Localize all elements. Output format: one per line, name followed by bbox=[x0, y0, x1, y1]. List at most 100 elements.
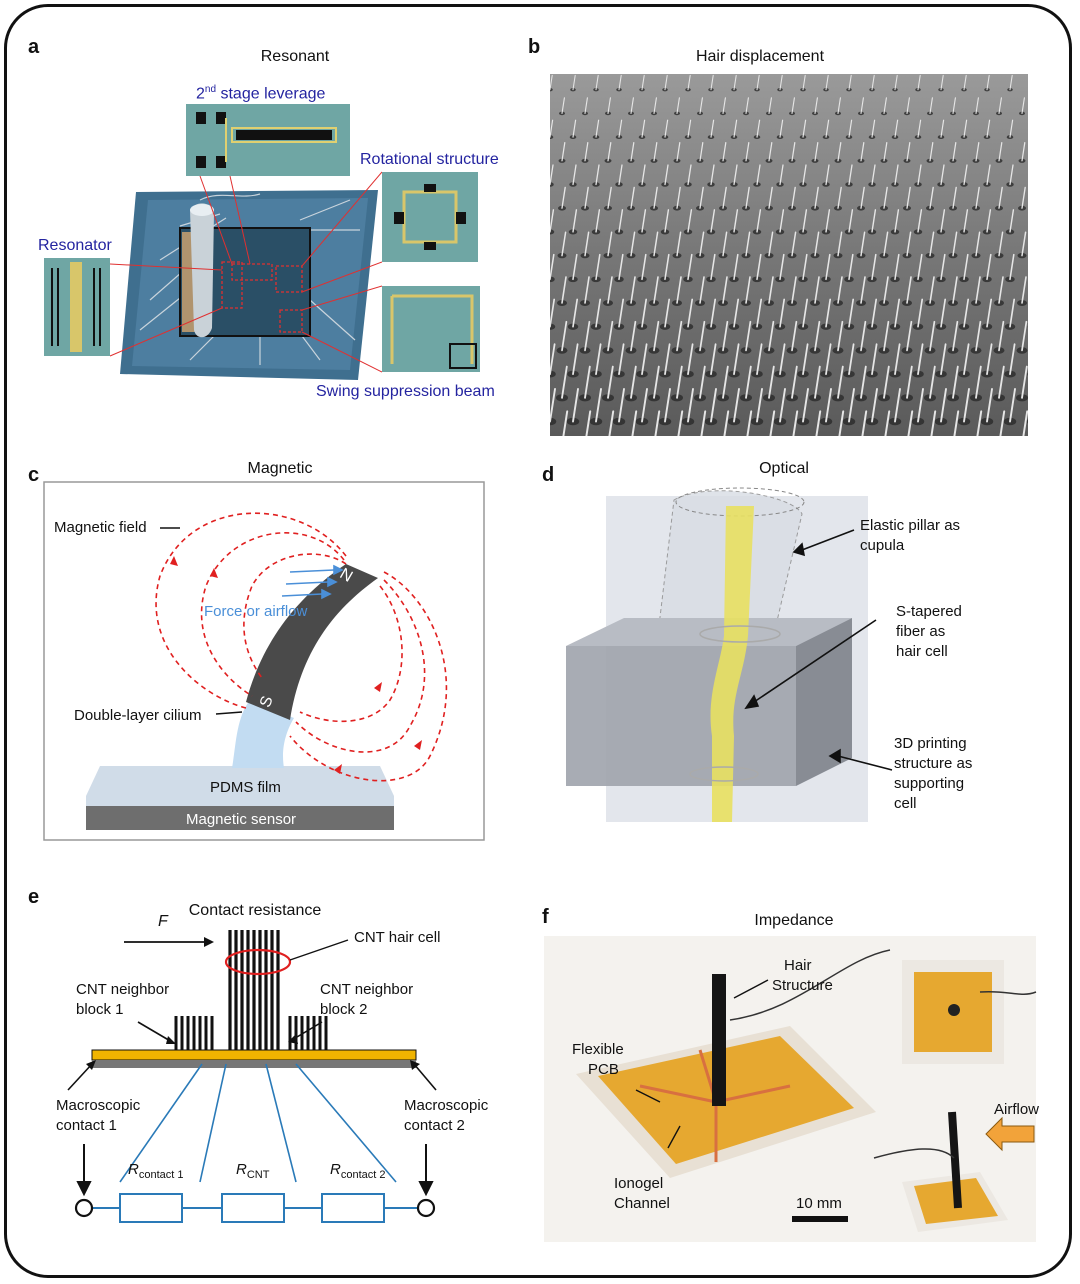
panel-c: c Magnetic bbox=[0, 456, 540, 846]
hair-strand bbox=[699, 186, 704, 209]
hair-strand bbox=[653, 141, 658, 162]
hair-strand bbox=[756, 388, 763, 423]
hair-strand bbox=[1021, 365, 1028, 399]
tapered-fiber bbox=[710, 506, 754, 822]
hair-strand bbox=[722, 141, 727, 162]
hair-strand bbox=[917, 388, 924, 423]
hair-strand bbox=[1021, 97, 1025, 114]
hair-strand bbox=[986, 74, 990, 91]
leverage-inset bbox=[186, 104, 350, 176]
hair-label-1: Hair bbox=[784, 957, 812, 974]
hair-strand bbox=[607, 231, 613, 257]
hair-strand bbox=[825, 119, 830, 138]
panel-c-graphics bbox=[43, 481, 485, 841]
hair-strand bbox=[1009, 164, 1014, 186]
hair-strand bbox=[710, 74, 714, 91]
hair-strand bbox=[894, 298, 901, 328]
hair-strand bbox=[676, 97, 680, 114]
hair-strand bbox=[871, 388, 878, 423]
hair-strand bbox=[998, 231, 1004, 257]
force-arrows bbox=[281, 564, 344, 600]
hair-strand bbox=[676, 231, 682, 257]
hair-strand bbox=[917, 209, 923, 233]
hair-strand bbox=[676, 186, 681, 209]
hair-strand bbox=[585, 410, 592, 436]
magnetic-field-label: Magnetic field bbox=[54, 519, 147, 536]
hair-strand bbox=[584, 320, 591, 352]
hair-strand bbox=[906, 320, 913, 352]
hair-strand bbox=[550, 388, 556, 423]
pcb-label-2: PCB bbox=[588, 1061, 619, 1078]
hair-strand bbox=[975, 186, 980, 209]
hair-strand bbox=[710, 343, 717, 375]
panel-b-title: Hair displacement bbox=[695, 48, 825, 65]
hair-strand bbox=[894, 343, 901, 375]
hair-strand bbox=[894, 388, 901, 423]
hair-strand bbox=[641, 343, 648, 375]
hair-strand bbox=[883, 141, 888, 162]
hair-strand bbox=[745, 231, 751, 257]
hair-strand bbox=[894, 164, 899, 186]
hair-strand bbox=[687, 119, 692, 138]
hair-strand bbox=[952, 141, 957, 162]
hair-strand bbox=[561, 320, 568, 352]
hair-strand bbox=[999, 410, 1006, 436]
hair-strand bbox=[561, 97, 565, 114]
hair-strand bbox=[630, 365, 637, 399]
hair-strand bbox=[630, 231, 636, 257]
hair-strand bbox=[607, 320, 614, 352]
hair-strand bbox=[653, 186, 658, 209]
hair-strand bbox=[768, 141, 773, 162]
hair-strand bbox=[584, 141, 589, 162]
mc1-label-2: contact 1 bbox=[56, 1117, 117, 1134]
hair-strand bbox=[963, 119, 968, 138]
hair-strand bbox=[733, 388, 740, 423]
hair-strand bbox=[768, 276, 774, 304]
hair-strand bbox=[906, 365, 913, 399]
hair-strand bbox=[802, 388, 809, 423]
hair-strand bbox=[940, 253, 946, 281]
hair-strand bbox=[1022, 410, 1028, 436]
hair-strand bbox=[792, 410, 799, 436]
hair-strand bbox=[572, 209, 578, 233]
hair-strand bbox=[561, 186, 566, 209]
hair-strand bbox=[779, 164, 784, 186]
hair-strand bbox=[572, 388, 579, 423]
hair-strand bbox=[802, 119, 807, 138]
hair-strand bbox=[641, 209, 647, 233]
hair-strand bbox=[710, 253, 716, 281]
hair-strand bbox=[618, 119, 623, 138]
rotational-label: Rotational structure bbox=[360, 151, 499, 168]
hair-strand bbox=[733, 253, 739, 281]
hair-strand bbox=[894, 209, 900, 233]
hair-strand bbox=[825, 298, 832, 328]
hair-strand bbox=[607, 276, 613, 304]
hair-strand bbox=[825, 343, 832, 375]
hair-strand bbox=[756, 209, 762, 233]
hair-strand bbox=[664, 253, 670, 281]
hair-strand bbox=[710, 388, 717, 423]
hair-strand bbox=[848, 253, 854, 281]
hair-strand bbox=[791, 365, 798, 399]
panel-d-graphics bbox=[566, 487, 893, 822]
hair-strand bbox=[779, 209, 785, 233]
hair-strand bbox=[917, 74, 921, 91]
hair-strand bbox=[699, 276, 705, 304]
hair-strand bbox=[631, 410, 638, 436]
hair-strand bbox=[1009, 119, 1014, 138]
hair-strand bbox=[722, 276, 728, 304]
hair-strand bbox=[814, 365, 821, 399]
hair-strand bbox=[1021, 276, 1027, 304]
pcb-label-1: Flexible bbox=[572, 1041, 624, 1058]
hair-strand bbox=[929, 186, 934, 209]
hair-strand bbox=[687, 388, 694, 423]
magnet bbox=[246, 564, 378, 720]
hair-strand bbox=[837, 276, 843, 304]
hair-strand bbox=[768, 320, 775, 352]
hair-strand bbox=[906, 97, 910, 114]
hair-strand bbox=[814, 97, 818, 114]
hair-strand bbox=[584, 97, 588, 114]
hair-strand bbox=[595, 343, 602, 375]
hair-strand bbox=[825, 74, 829, 91]
hair-strand bbox=[929, 231, 935, 257]
